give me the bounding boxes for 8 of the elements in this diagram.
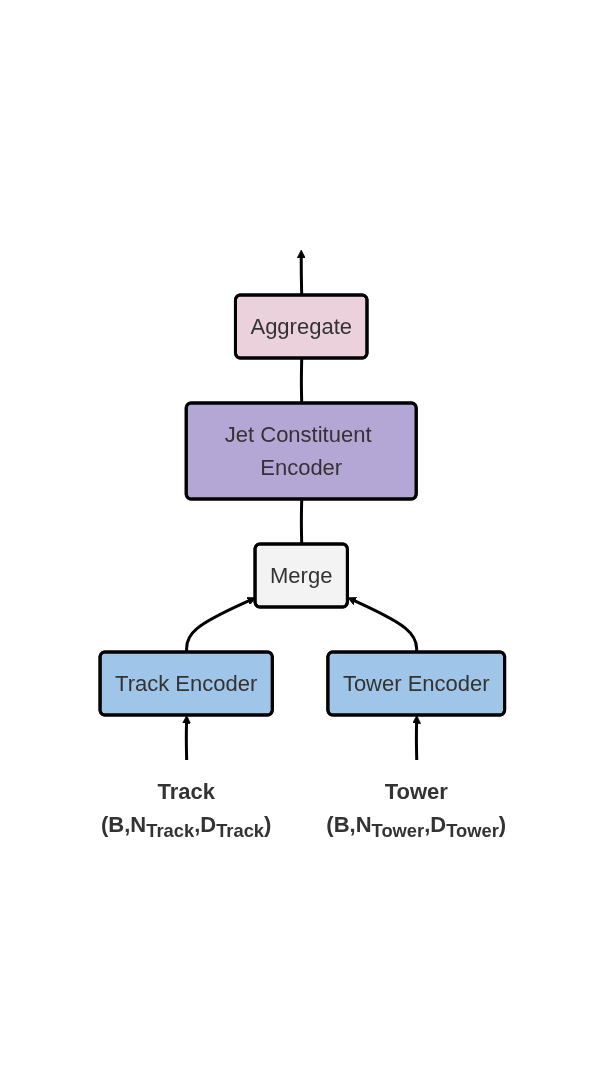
arrow (296, 249, 306, 296)
connector (299, 358, 304, 404)
arrow (347, 597, 419, 653)
node-text: Tower (B,N$_{Tower}$,D$_{Tower}$) (326, 779, 507, 842)
arrow (182, 715, 191, 761)
node-text: Track (B,N$_{Track}$,D$_{Track}$) (100, 779, 272, 842)
connector (299, 499, 304, 545)
arrow (412, 715, 421, 761)
